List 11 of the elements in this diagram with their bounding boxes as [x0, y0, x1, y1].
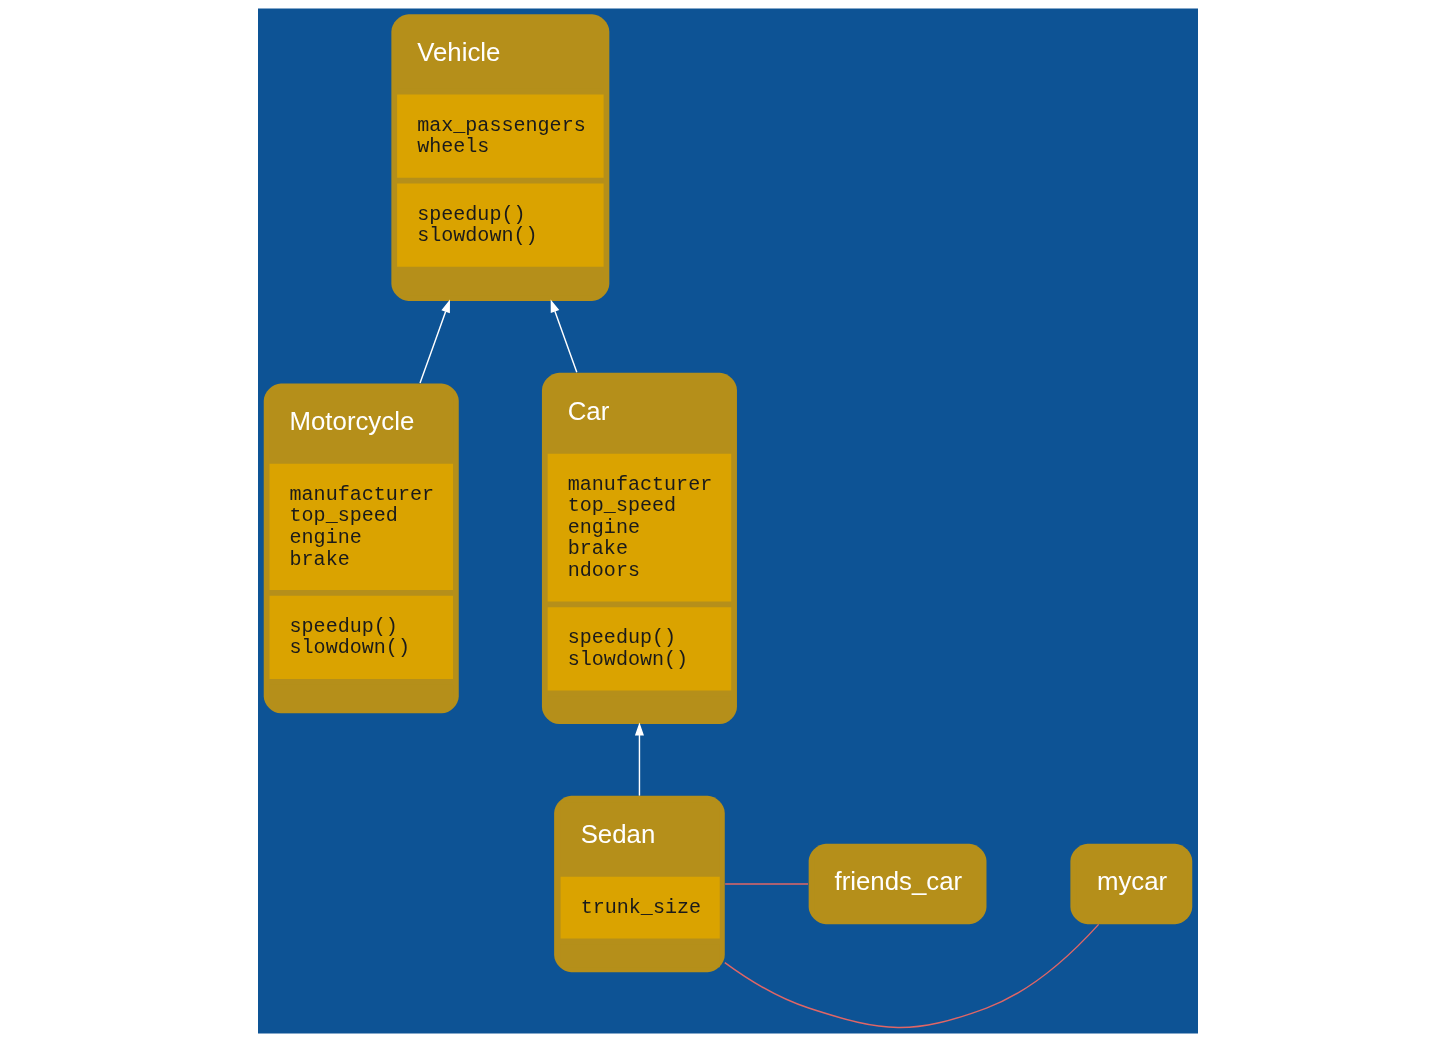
node-box: Motorcycle manufacturer top_speed engine brake speedup() slowdown() [263, 383, 459, 714]
node-box: Sedan trunk_size [553, 795, 725, 973]
arrow [634, 722, 644, 797]
arrow [550, 299, 578, 374]
arrow [418, 299, 450, 384]
node-box: Car manufacturer top_speed engine brake ndoors speedup() slowdown() [541, 372, 737, 725]
node-box: mycar [1069, 843, 1192, 925]
node-box: friends_car [808, 843, 986, 925]
connector [723, 883, 809, 885]
connector [723, 923, 1099, 1029]
node-box: Vehicle max_passengers wheels speedup() slowdown() [390, 14, 609, 302]
